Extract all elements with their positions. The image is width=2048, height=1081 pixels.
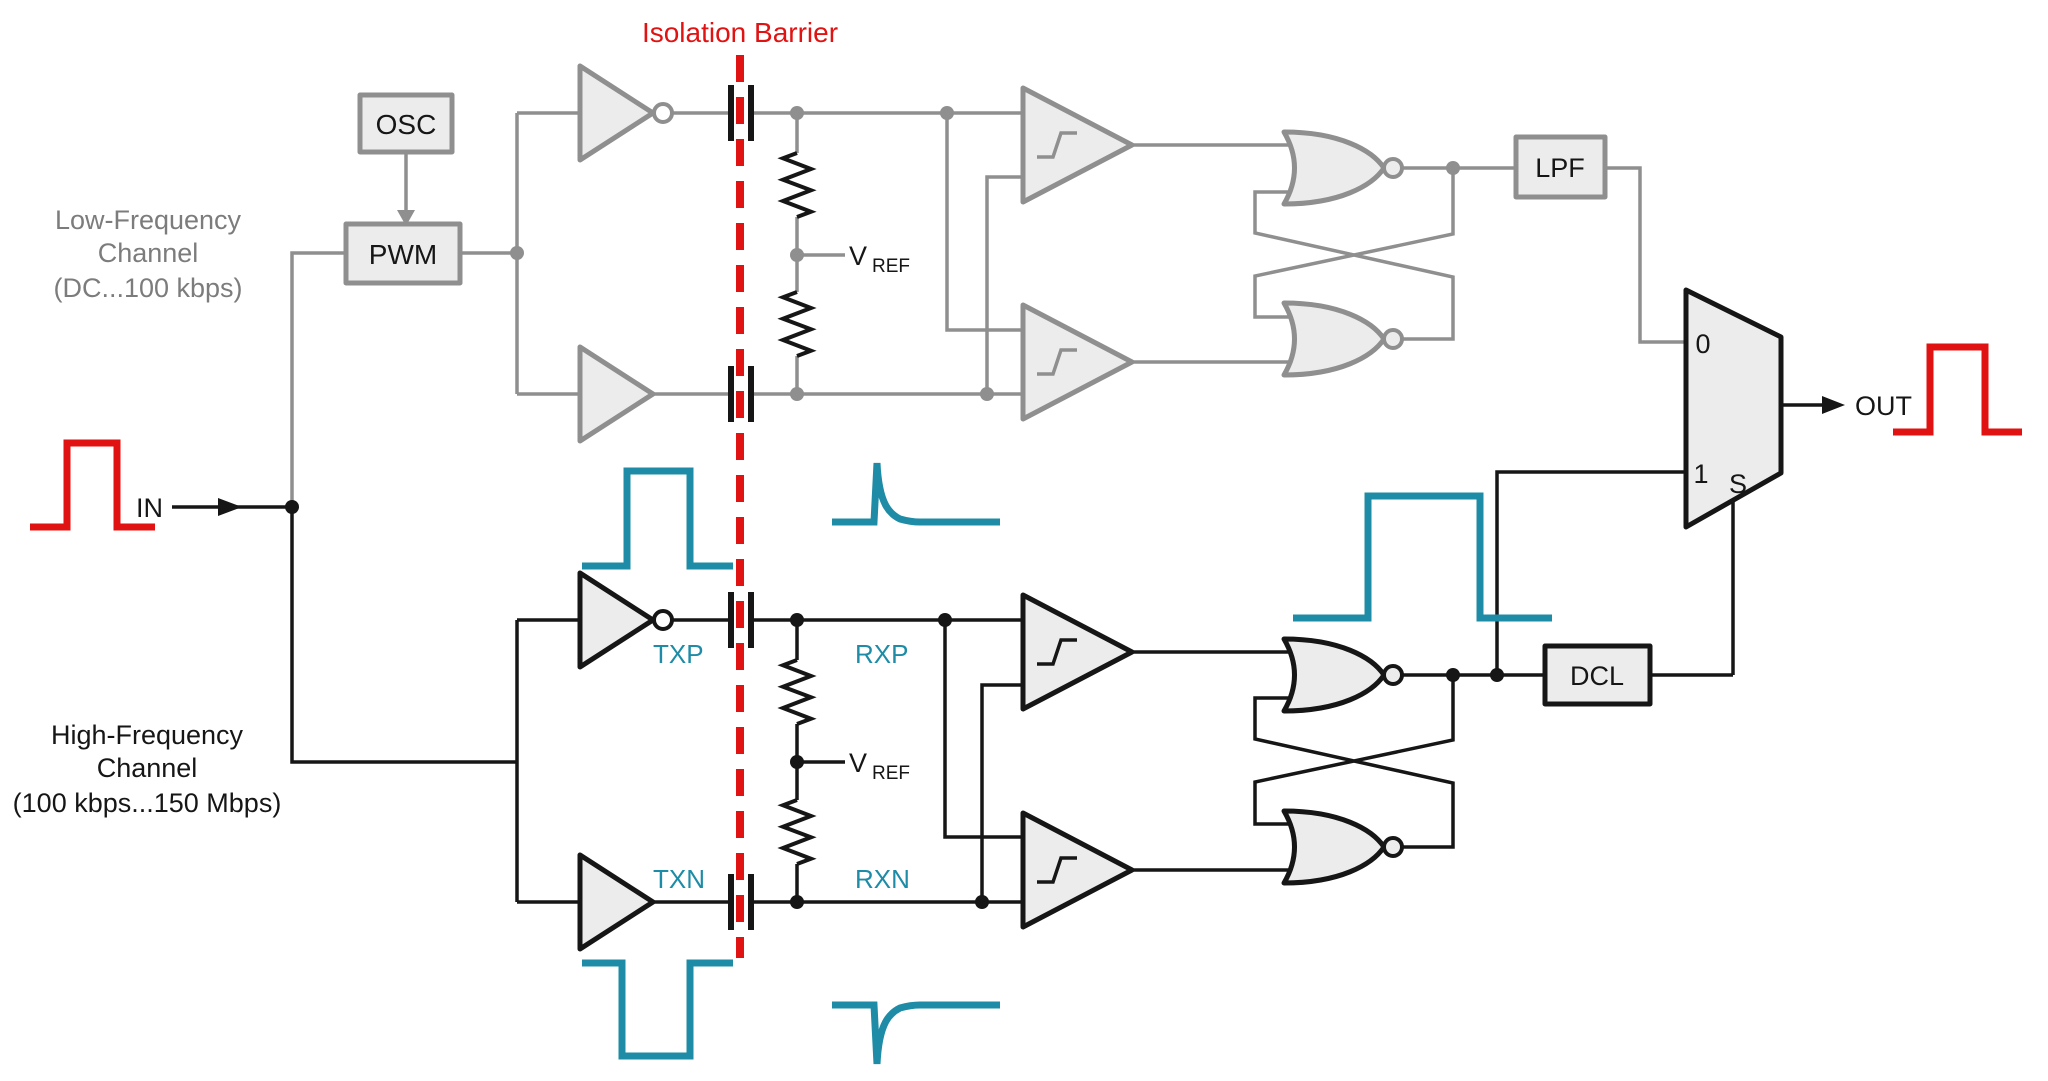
high-channel-name-line1: High-Frequency bbox=[51, 720, 244, 750]
mux-input1-label: 1 bbox=[1693, 459, 1708, 489]
low-channel-junction-dots bbox=[510, 106, 1460, 401]
out-label: OUT bbox=[1855, 391, 1912, 421]
lf-nor-gate-top bbox=[1281, 129, 1387, 207]
junction-dot bbox=[1490, 668, 1504, 682]
lf-nor-gate-bottom bbox=[1281, 300, 1387, 378]
lf-schmitt-bottom-hysteresis-icon bbox=[1037, 348, 1077, 376]
dcl-pulse-waveform bbox=[1293, 492, 1552, 622]
junction-dot bbox=[1446, 668, 1460, 682]
isolation-barrier-label: Isolation Barrier bbox=[642, 17, 838, 48]
high-channel-name-line3: (100 kbps...150 Mbps) bbox=[13, 788, 282, 818]
osc-arrowhead bbox=[397, 210, 415, 226]
high-channel-name-line2: Channel bbox=[97, 753, 198, 783]
txp-label: TXP bbox=[653, 639, 704, 669]
lf-tx-buffer-top-bubble bbox=[652, 102, 674, 124]
hf-schmitt-top-hysteresis-icon bbox=[1037, 638, 1077, 666]
junction-dot bbox=[285, 500, 299, 514]
lf-tx-buffer-bottom bbox=[577, 344, 656, 444]
junction-dot bbox=[940, 106, 954, 120]
low-channel-wires bbox=[290, 111, 1686, 507]
rxn-label: RXN bbox=[855, 864, 910, 894]
resistor-top-upper bbox=[777, 151, 817, 219]
in-label: IN bbox=[136, 493, 163, 523]
resistor-bottom-upper bbox=[777, 658, 817, 726]
osc-box bbox=[357, 92, 455, 155]
osc-label: OSC bbox=[376, 109, 437, 140]
hf-nor-gate-top bbox=[1281, 636, 1387, 714]
isolation-capacitors bbox=[728, 85, 754, 930]
resistor-top-lower bbox=[777, 290, 817, 358]
junction-dot bbox=[790, 895, 804, 909]
out-pulse-waveform bbox=[1893, 343, 2022, 436]
junction-dot bbox=[975, 895, 989, 909]
txn-pulse-waveform bbox=[582, 959, 733, 1060]
in-pulse-waveform bbox=[30, 439, 155, 531]
rxn-spike-waveform bbox=[832, 1001, 1000, 1065]
lf-nor-top-bubble bbox=[1382, 157, 1404, 179]
hf-nor-top-bubble bbox=[1382, 664, 1404, 686]
low-channel-name-line2: Channel bbox=[98, 238, 199, 268]
lf-schmitt-top-hysteresis-icon bbox=[1037, 131, 1077, 159]
lf-schmitt-bottom bbox=[1020, 302, 1135, 422]
rxp-spike-waveform bbox=[832, 462, 1000, 526]
low-channel-name-line3: (DC...100 kbps) bbox=[53, 273, 242, 303]
junction-dot bbox=[510, 246, 524, 260]
hf-schmitt-bottom-hysteresis-icon bbox=[1037, 856, 1077, 884]
txn-buffer bbox=[577, 852, 656, 952]
lpf-box bbox=[1513, 134, 1608, 200]
junction-dot bbox=[790, 755, 804, 769]
pwm-box bbox=[343, 221, 463, 286]
output-mux bbox=[1683, 287, 1784, 530]
junction-dot bbox=[938, 613, 952, 627]
vref-bottom-label: V bbox=[849, 748, 867, 778]
junction-dot bbox=[790, 613, 804, 627]
hf-schmitt-top bbox=[1020, 592, 1135, 712]
vref-top-label: V bbox=[849, 241, 867, 271]
dcl-label: DCL bbox=[1570, 661, 1624, 691]
pwm-label: PWM bbox=[369, 239, 437, 270]
hf-nor-gate-bottom bbox=[1281, 808, 1387, 886]
hf-schmitt-bottom bbox=[1020, 810, 1135, 930]
txp-inverter-bubble bbox=[652, 609, 674, 631]
in-arrowhead bbox=[218, 498, 242, 516]
junction-dot bbox=[790, 106, 804, 120]
out-arrowhead bbox=[1822, 396, 1845, 414]
mux-select-label: S bbox=[1729, 469, 1747, 499]
mux-input0-label: 0 bbox=[1695, 329, 1710, 359]
txp-pulse-waveform bbox=[582, 467, 733, 570]
txn-label: TXN bbox=[653, 864, 705, 894]
lf-nor-bottom-bubble bbox=[1382, 328, 1404, 350]
junction-dot bbox=[1446, 161, 1460, 175]
lf-tx-buffer-top bbox=[577, 63, 656, 163]
junction-dot bbox=[980, 387, 994, 401]
dcl-box bbox=[1542, 643, 1653, 707]
junction-dot bbox=[790, 387, 804, 401]
rxp-label: RXP bbox=[855, 639, 908, 669]
vref-bottom-subscript: REF bbox=[872, 763, 910, 784]
lpf-label: LPF bbox=[1535, 153, 1585, 183]
lf-schmitt-top bbox=[1020, 85, 1135, 205]
vref-top-subscript: REF bbox=[872, 256, 910, 277]
high-channel-junction-dots bbox=[285, 500, 1504, 909]
resistor-bottom-lower bbox=[777, 798, 817, 866]
junction-dot bbox=[790, 248, 804, 262]
low-channel-name-line1: Low-Frequency bbox=[55, 205, 242, 235]
hf-nor-bottom-bubble bbox=[1382, 836, 1404, 858]
txp-inverter bbox=[577, 570, 656, 670]
